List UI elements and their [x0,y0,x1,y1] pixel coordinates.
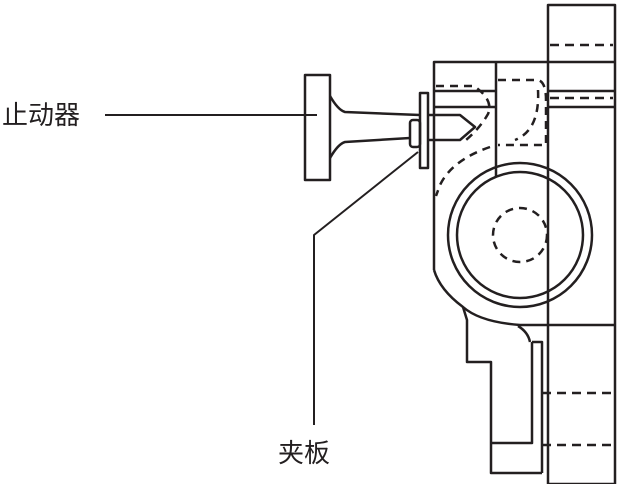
clamp-plate [418,91,430,170]
shaft [446,161,594,309]
hidden-lines [434,78,548,197]
main-body [432,60,615,475]
stopper-label: 止动器 [2,101,81,131]
clamp-plate-label: 夹板 [278,439,331,469]
right-column [542,3,617,484]
leader-lines [105,114,419,425]
stopper [303,73,477,182]
